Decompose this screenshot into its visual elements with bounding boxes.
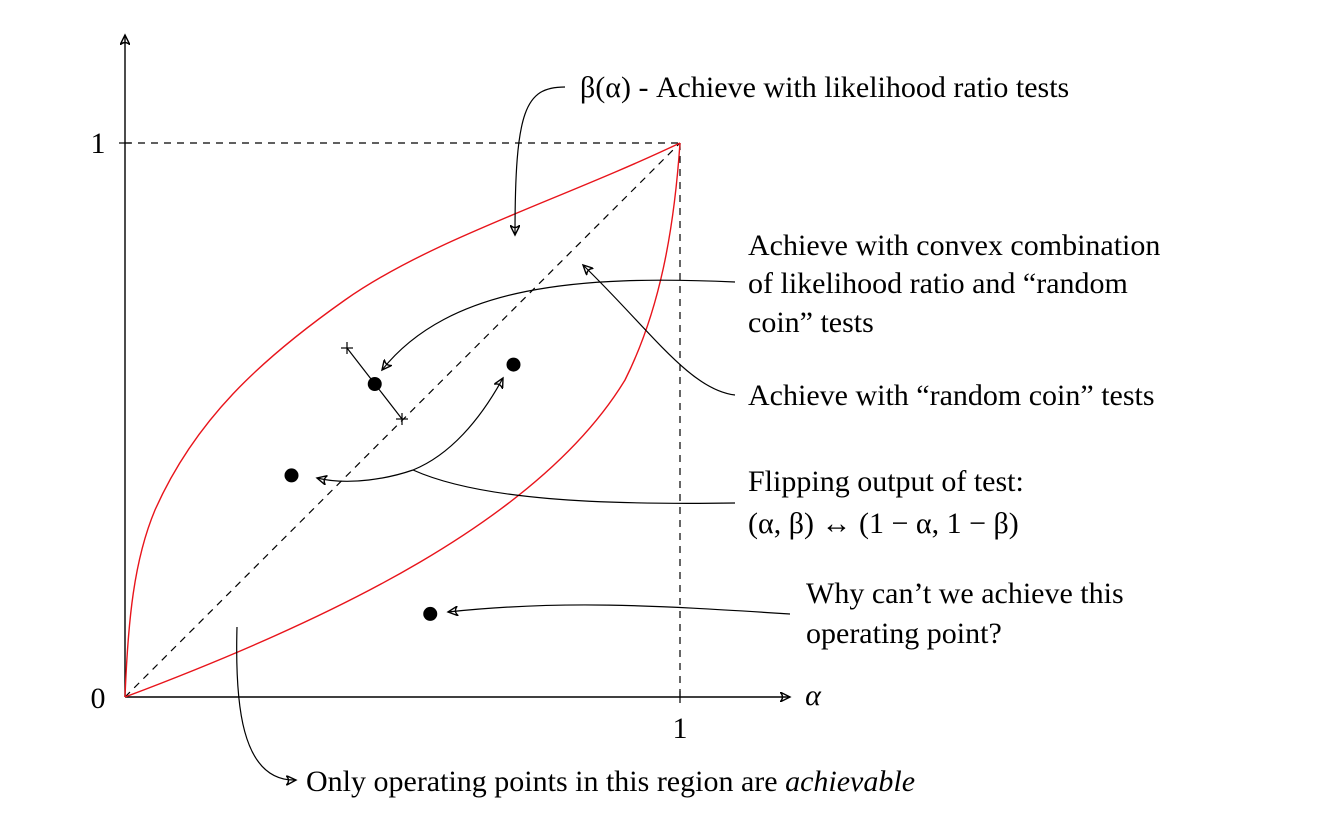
convex-note-line3: coin” tests: [748, 306, 874, 339]
operating-point-4: [423, 606, 438, 621]
region-note: Only operating points in this region are…: [306, 765, 915, 798]
convex-note-line2: of likelihood ratio and “random: [748, 267, 1128, 300]
beta-curve-note: β(α) - Achieve with likelihood ratio tes…: [580, 71, 1069, 104]
region-note-emphasis: achievable: [785, 765, 915, 798]
beta-curve-arrow: [515, 86, 566, 235]
operating-point-3: [284, 468, 299, 483]
x-tick-label-1: 1: [673, 712, 688, 745]
operating-point-2: [506, 357, 521, 372]
convex-arrow: [382, 279, 736, 370]
why-note-line2: operating point?: [806, 617, 1002, 650]
why-arrow: [448, 604, 791, 614]
flip-connector: [412, 469, 736, 504]
convex-note-line1: Achieve with convex combination: [748, 229, 1160, 262]
random-coin-note: Achieve with “random coin” tests: [748, 379, 1155, 412]
operating-points: [284, 357, 521, 621]
region-note-prefix: Only operating points in this region are: [306, 765, 785, 798]
operating-point-1: [367, 376, 382, 391]
random-coin-arrow: [583, 265, 736, 396]
flip-note-line2: (α, β) ↔ (1 − α, 1 − β): [748, 507, 1019, 540]
flip-note-line1: Flipping output of test:: [748, 465, 1024, 498]
region-arrow: [236, 626, 296, 780]
beta-curve-lower: [124, 142, 681, 698]
y-tick-label-0: 0: [91, 682, 106, 715]
flip-arrow-left: [317, 469, 414, 481]
segment-end-marker-bottom: [396, 413, 408, 425]
segment-end-marker-top: [341, 342, 353, 354]
beta-curve-upper: [124, 142, 681, 698]
y-tick-label-1: 1: [91, 127, 106, 160]
x-axis-label: α: [805, 679, 822, 712]
flip-arrow-right: [412, 378, 503, 471]
why-note-line1: Why can’t we achieve this: [806, 577, 1124, 610]
